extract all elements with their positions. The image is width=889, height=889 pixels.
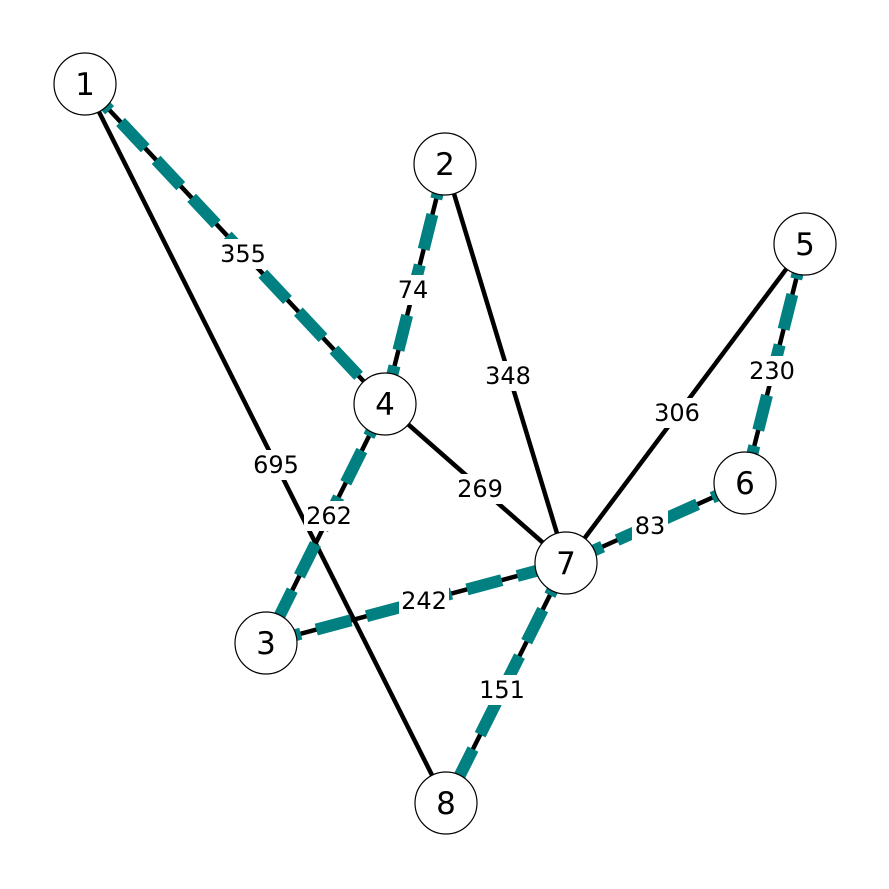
- edge-weight-2-7: 348: [483, 361, 533, 391]
- nodes-layer: 1 2 3 4 5 6 7 8: [53, 52, 837, 835]
- edge-weight-background: [455, 474, 505, 504]
- node-label: 3: [256, 626, 276, 662]
- edge-weight-background: [304, 501, 354, 531]
- node-label: 4: [375, 387, 395, 423]
- edge-weight-label: 242: [401, 587, 447, 615]
- edge-weight-4-7: 269: [455, 474, 505, 504]
- node-4: 4: [353, 372, 417, 436]
- edge-weight-label: 83: [635, 512, 666, 540]
- edge-weight-background: [483, 361, 533, 391]
- edge-weight-background: [218, 239, 268, 269]
- node-circle: [414, 771, 478, 835]
- edge-weight-label: 262: [306, 502, 352, 530]
- edge-weight-background: [652, 398, 702, 428]
- node-label: 1: [75, 67, 95, 103]
- node-label: 2: [435, 147, 455, 183]
- node-circle: [234, 611, 298, 675]
- node-8: 8: [414, 771, 478, 835]
- edge-weight-label: 695: [253, 451, 299, 479]
- edge-weight-background: [477, 675, 527, 705]
- node-label: 8: [436, 786, 456, 822]
- node-label: 5: [795, 227, 815, 263]
- edge-weight-label: 74: [398, 276, 429, 304]
- edge-weight-7-8: 151: [477, 675, 527, 705]
- edge-weight-6-7: 83: [632, 511, 668, 541]
- edge-line: [82, 82, 449, 805]
- edge-weight-background: [251, 450, 301, 480]
- node-circle: [534, 531, 598, 595]
- edge-weight-background: [632, 511, 668, 541]
- edge-weight-1-4: 355: [218, 239, 268, 269]
- node-circle: [413, 132, 477, 196]
- edge-weight-5-6: 230: [747, 356, 797, 386]
- edge-weight-background: [395, 275, 431, 305]
- node-3: 3: [234, 611, 298, 675]
- node-6: 6: [713, 451, 777, 515]
- node-circle: [713, 451, 777, 515]
- node-circle: [353, 372, 417, 436]
- node-7: 7: [534, 531, 598, 595]
- edge-weight-2-4: 74: [395, 275, 431, 305]
- edge-weight-5-7: 306: [652, 398, 702, 428]
- node-circle: [773, 212, 837, 276]
- edge-weight-label: 306: [654, 399, 700, 427]
- node-2: 2: [413, 132, 477, 196]
- edge-highlight-dashed: [563, 477, 748, 569]
- node-label: 7: [556, 546, 576, 582]
- node-1: 1: [53, 52, 117, 116]
- edge-weight-background: [399, 586, 449, 616]
- edge-weight-4-3: 262: [304, 501, 354, 531]
- edge-weight-label: 269: [457, 475, 503, 503]
- edge-weight-3-7: 242: [399, 586, 449, 616]
- edge-1-8: [82, 82, 449, 805]
- edge-weight-label: 230: [749, 357, 795, 385]
- node-circle: [53, 52, 117, 116]
- node-5: 5: [773, 212, 837, 276]
- edge-weight-1-8: 695: [251, 450, 301, 480]
- edge-weight-label: 348: [485, 362, 531, 390]
- edge-weight-background: [747, 356, 797, 386]
- edge-weight-label: 355: [220, 240, 266, 268]
- edge-weight-label: 151: [479, 676, 525, 704]
- node-label: 6: [735, 466, 755, 502]
